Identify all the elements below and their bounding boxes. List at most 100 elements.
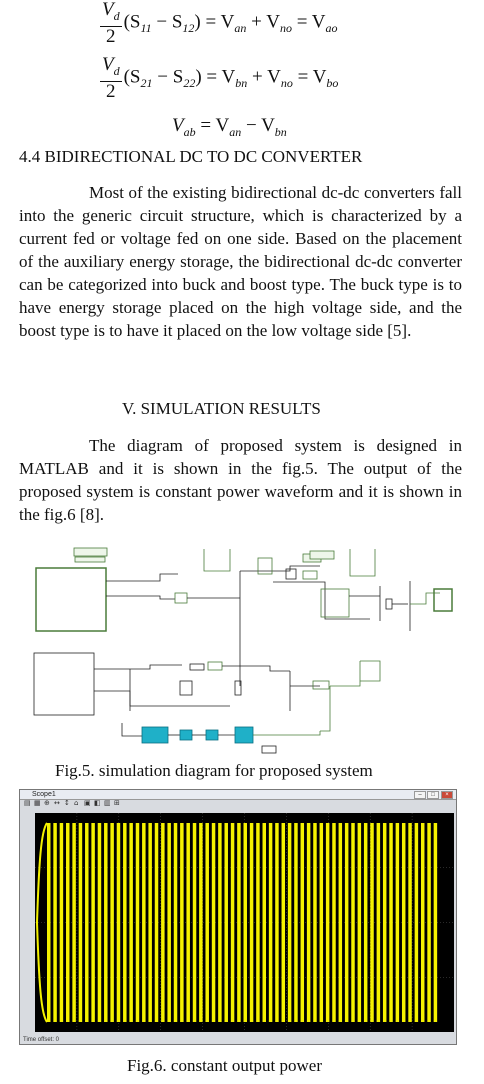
trace-pulse	[313, 823, 317, 1022]
trace-pulse	[408, 823, 412, 1022]
print-icon[interactable]: ▤	[24, 799, 31, 807]
label-block-2	[309, 550, 335, 560]
trace-pulse	[294, 823, 298, 1022]
trace-pulse	[104, 823, 108, 1022]
terminator-block	[261, 745, 277, 754]
paragraph-simulation: The diagram of proposed system is design…	[19, 436, 462, 524]
zoom-in-icon[interactable]: ⊕	[44, 799, 50, 807]
fraction-vd-over-2: Vd 2	[100, 54, 122, 102]
trace-pulse	[59, 823, 64, 1022]
trace-pulse	[192, 823, 197, 1022]
power-trace	[36, 822, 438, 1023]
trace-pulse	[110, 823, 114, 1022]
trace-pulse	[148, 823, 152, 1022]
trace-pulse	[357, 823, 362, 1022]
time-offset-status: Time offset: 0	[23, 1037, 60, 1043]
maximize-button[interactable]: □	[427, 791, 439, 799]
equation-3: Vab = Van − Vbn	[172, 115, 287, 139]
trace-pulse	[129, 823, 133, 1022]
trace-pulse	[78, 823, 83, 1022]
breaker-block	[257, 557, 273, 575]
minimize-button[interactable]: –	[414, 791, 426, 799]
trace-pulse	[205, 823, 209, 1022]
trace-pulse	[85, 823, 89, 1022]
restore-axes-icon[interactable]: ◧	[94, 799, 101, 807]
scope-plot	[35, 813, 454, 1032]
float-scope-icon[interactable]: ▥	[104, 799, 111, 807]
close-button[interactable]: ×	[441, 791, 453, 799]
trace-pulse	[249, 823, 254, 1022]
trace-pulse	[395, 823, 400, 1022]
scope-title-bar: Scope1 – □ ×	[20, 790, 456, 800]
measurement-block	[285, 568, 297, 580]
load-block	[385, 598, 393, 610]
powergui-block	[73, 547, 108, 557]
resistor-block	[207, 661, 223, 671]
trace-pulse	[123, 823, 127, 1022]
igbt-block	[179, 680, 193, 696]
trace-pulse	[199, 823, 203, 1022]
trace-pulse	[427, 823, 431, 1022]
trace-pulse	[180, 823, 184, 1022]
figure-6-caption: Fig.6. constant output power	[127, 1056, 323, 1075]
trace-pulse	[338, 823, 343, 1022]
equation-1: Vd 2 (S11 − S12) = Van + Vno = Vao	[100, 0, 338, 47]
trace-pulse	[142, 823, 146, 1022]
trace-pulse	[306, 823, 311, 1022]
trace-pulse	[53, 823, 57, 1022]
trace-pulse	[237, 823, 241, 1022]
block-top-left-2	[74, 556, 106, 563]
simulink-diagram	[33, 547, 453, 754]
trace-pulse	[230, 823, 235, 1022]
controller-block-1	[141, 726, 169, 744]
trace-pulse	[243, 823, 247, 1022]
trace-pulse	[319, 823, 324, 1022]
trace-pulse	[218, 823, 222, 1022]
controller-block-2	[179, 729, 193, 741]
equation-2: Vd 2 (S21 − S22) = Vbn + Vno = Vbo	[100, 54, 339, 102]
trace-pulse	[161, 823, 165, 1022]
scope-window: Scope1 – □ × ▤ ▦ ⊕ ↔ ↕ ⌂ ▣ ◧ ▥ ⊞ Time of…	[19, 789, 457, 1045]
trace-pulse	[224, 823, 228, 1022]
subsystem-block-1	[35, 567, 107, 632]
zoom-y-icon[interactable]: ↕	[64, 799, 70, 807]
inductor-block	[189, 663, 205, 671]
trace-pulse	[414, 823, 419, 1022]
trace-pulse	[262, 823, 267, 1022]
trace-pulse	[154, 823, 159, 1022]
trace-pulse	[363, 823, 368, 1022]
controller-block-4	[234, 726, 254, 744]
trace-pulse	[268, 823, 273, 1022]
trace-pulse	[300, 823, 305, 1022]
subsystem-block-2	[33, 652, 95, 716]
trace-pulse	[167, 823, 171, 1022]
trace-pulse	[401, 823, 406, 1022]
figure-5-caption: Fig.5. simulation diagram for proposed s…	[55, 761, 373, 780]
trace-pulse	[332, 823, 336, 1022]
trace-pulse	[382, 823, 387, 1022]
controller-block-3	[205, 729, 219, 741]
trace-pulse	[173, 823, 178, 1022]
trace-pulse	[376, 823, 381, 1022]
scope-block-right	[433, 588, 453, 612]
trace-pulse	[256, 823, 260, 1022]
capacitor-block	[234, 680, 242, 696]
autoscale-icon[interactable]: ⌂	[74, 799, 79, 807]
parameters-icon[interactable]: ▦	[34, 799, 41, 807]
trace-pulse	[433, 823, 438, 1022]
save-axes-icon[interactable]: ▣	[84, 799, 91, 807]
zoom-x-icon[interactable]: ↔	[54, 799, 60, 807]
trace-pulse	[47, 823, 51, 1022]
trace-pulse	[72, 823, 76, 1022]
inverter-block	[320, 588, 350, 618]
scope-window-title: Scope1	[32, 791, 56, 798]
trace-ramp	[36, 822, 48, 1023]
section-heading-simulation-results: V. SIMULATION RESULTS	[122, 399, 321, 418]
output-block	[312, 680, 330, 690]
trace-pulse	[420, 823, 425, 1022]
trace-pulse	[389, 823, 393, 1022]
switch-block-1	[174, 592, 188, 604]
trace-pulse	[370, 823, 374, 1022]
trace-pulse	[186, 823, 190, 1022]
signal-select-icon[interactable]: ⊞	[114, 799, 120, 807]
